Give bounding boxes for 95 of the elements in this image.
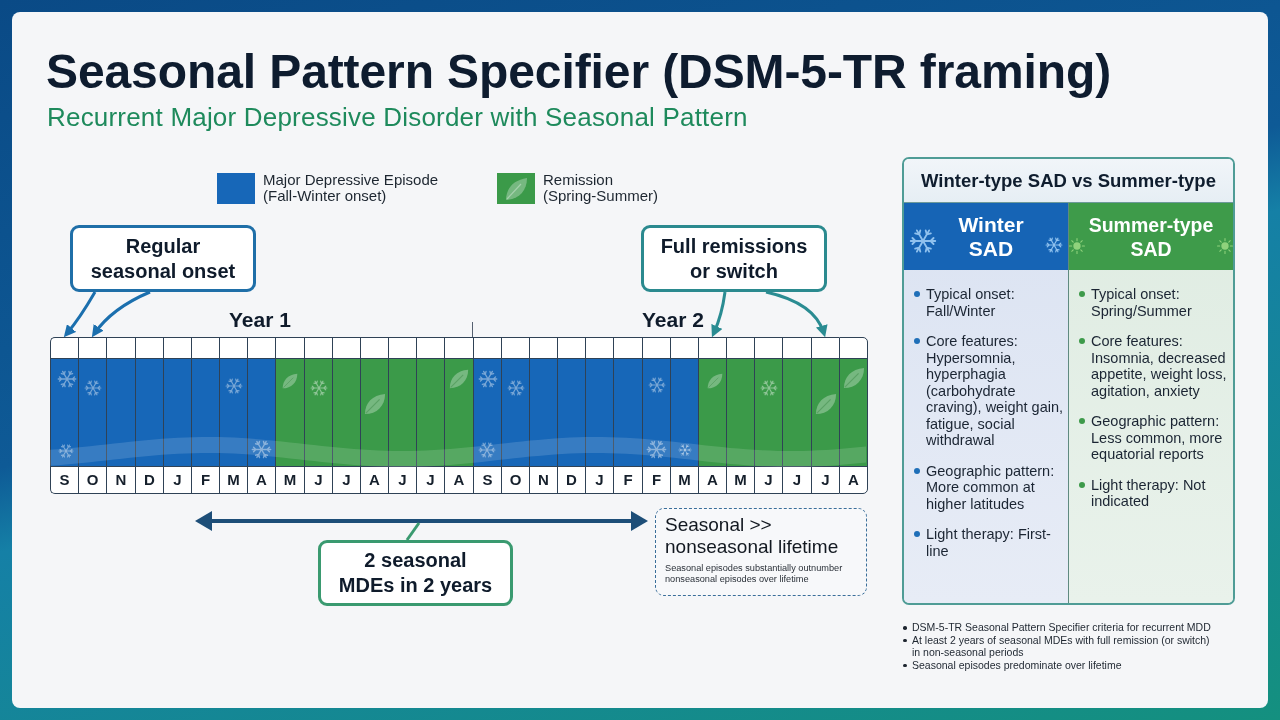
callout-text: Regular seasonal onset: [89, 233, 237, 284]
month-column: [360, 337, 388, 494]
month-letter: S: [482, 471, 493, 488]
comparison-column: [904, 203, 1069, 603]
month-column: [642, 337, 670, 494]
footnote-item: At least 2 years of seasonal MDEs with full remission (or switch) in non-seasonal periods: [902, 633, 1216, 659]
column-title: Winter SAD: [957, 212, 1025, 261]
legend-text: Major Depressive Episode (Fall-Winter onset): [263, 172, 440, 204]
month-column: [726, 337, 754, 494]
callout-box: [641, 225, 827, 292]
leader-arrow: [91, 290, 151, 338]
callout-box: [318, 540, 513, 606]
bullet-item: Light therapy: First-line: [904, 526, 1066, 559]
bullet-item: Light therapy: Not indicated: [1069, 476, 1231, 510]
month-column: [106, 337, 135, 494]
year-label: Year 1: [229, 307, 291, 332]
bullet-item: Geographic pattern: More common at higher latitudes: [904, 462, 1066, 512]
month-column: [163, 337, 191, 494]
month-letter: A: [369, 471, 380, 488]
month-column: [332, 337, 360, 494]
month-column: [529, 337, 557, 494]
bullet-item: Geographic pattern: Less common, more equatorial reports: [1069, 413, 1231, 463]
note-text: Seasonal episodes substantially outnumber nonseasonal episodes over lifetime: [665, 563, 844, 585]
month-letter: F: [200, 471, 211, 488]
comparison-panel: [902, 157, 1235, 605]
month-letter: F: [651, 471, 662, 488]
month-column: [50, 337, 78, 494]
month-column: [275, 337, 304, 494]
month-letter: O: [509, 471, 522, 488]
title: Seasonal Pattern Specifier (DSM-5-TR framing): [46, 44, 1112, 100]
panel-title: Winter-type SAD vs Summer-type: [921, 169, 1216, 192]
month-letter: M: [227, 471, 240, 488]
month-letter: O: [86, 471, 99, 488]
month-letter: J: [398, 471, 407, 488]
column-title: Summer-type SAD: [1087, 212, 1215, 261]
month-letter: S: [59, 471, 70, 488]
month-letter: D: [144, 471, 155, 488]
month-letter: J: [595, 471, 604, 488]
month-column: [501, 337, 529, 494]
month-column: [191, 337, 219, 494]
bullet-item: Typical onset: Fall/Winter: [904, 286, 1066, 319]
month-letter: J: [426, 471, 435, 488]
month-letter: A: [453, 471, 465, 488]
month-column: [473, 337, 501, 494]
month-column: [811, 337, 839, 494]
note-heading: Seasonal >> nonseasonal lifetime: [665, 514, 840, 558]
footnote-item: Seasonal episodes predominate over lifetime: [902, 658, 1216, 671]
month-column: [839, 337, 868, 494]
month-letter: F: [623, 471, 633, 488]
month-letter: A: [256, 471, 267, 488]
month-column: [416, 337, 444, 494]
month-letter: N: [538, 471, 549, 488]
month-letter: M: [283, 471, 297, 488]
month-letter: J: [764, 471, 773, 488]
month-column: [304, 337, 332, 494]
month-column: [78, 337, 106, 494]
leader-arrow: [765, 290, 827, 338]
leader-arrow: [711, 291, 727, 338]
month-letter: A: [707, 471, 718, 488]
month-letter: J: [821, 471, 830, 488]
month-column: [754, 337, 782, 494]
leader-arrow: [63, 291, 97, 338]
callout-text: Full remissions or switch: [659, 233, 809, 284]
month-column: [135, 337, 163, 494]
month-letter: N: [115, 471, 127, 488]
note-box: [655, 508, 867, 596]
month-column: [670, 337, 698, 494]
month-letter: J: [342, 471, 351, 488]
month-letter: A: [848, 471, 859, 488]
month-letter: J: [314, 471, 323, 488]
month-column: [444, 337, 473, 494]
month-column: [782, 337, 811, 494]
bullet-item: Core features: Insomnia, decreased appetite, weight loss, agitation, anxiety: [1069, 333, 1231, 399]
comparison-column: [1069, 203, 1233, 603]
callout-box: [70, 225, 256, 292]
month-letter: M: [678, 471, 691, 488]
subtitle: Recurrent Major Depressive Disorder with Seasonal Pattern: [47, 102, 748, 132]
month-column: [247, 337, 275, 494]
month-letter: J: [792, 471, 802, 488]
bullet-item: Typical onset: Spring/Summer: [1069, 286, 1231, 319]
month-letter: J: [173, 471, 182, 488]
month-column: [388, 337, 416, 494]
month-column: [557, 337, 585, 494]
footnote-item: DSM-5-TR Seasonal Pattern Specifier criteria for recurrent MDD: [902, 621, 1216, 634]
month-column: [585, 337, 613, 494]
year-label: Year 2: [642, 307, 704, 332]
month-column: [613, 337, 642, 494]
callout-text: 2 seasonal MDEs in 2 years: [337, 548, 494, 598]
month-column: [219, 337, 247, 494]
bullet-item: Core features: Hypersomnia, hyperphagia (carbohydrate craving), weight gain, fatigue, social withdrawal: [904, 333, 1066, 449]
leader-line: [405, 522, 421, 541]
legend-text: Remission (Spring-Summer): [543, 172, 660, 204]
month-letter: M: [734, 471, 747, 488]
month-column: [698, 337, 726, 494]
month-letter: D: [566, 471, 577, 488]
